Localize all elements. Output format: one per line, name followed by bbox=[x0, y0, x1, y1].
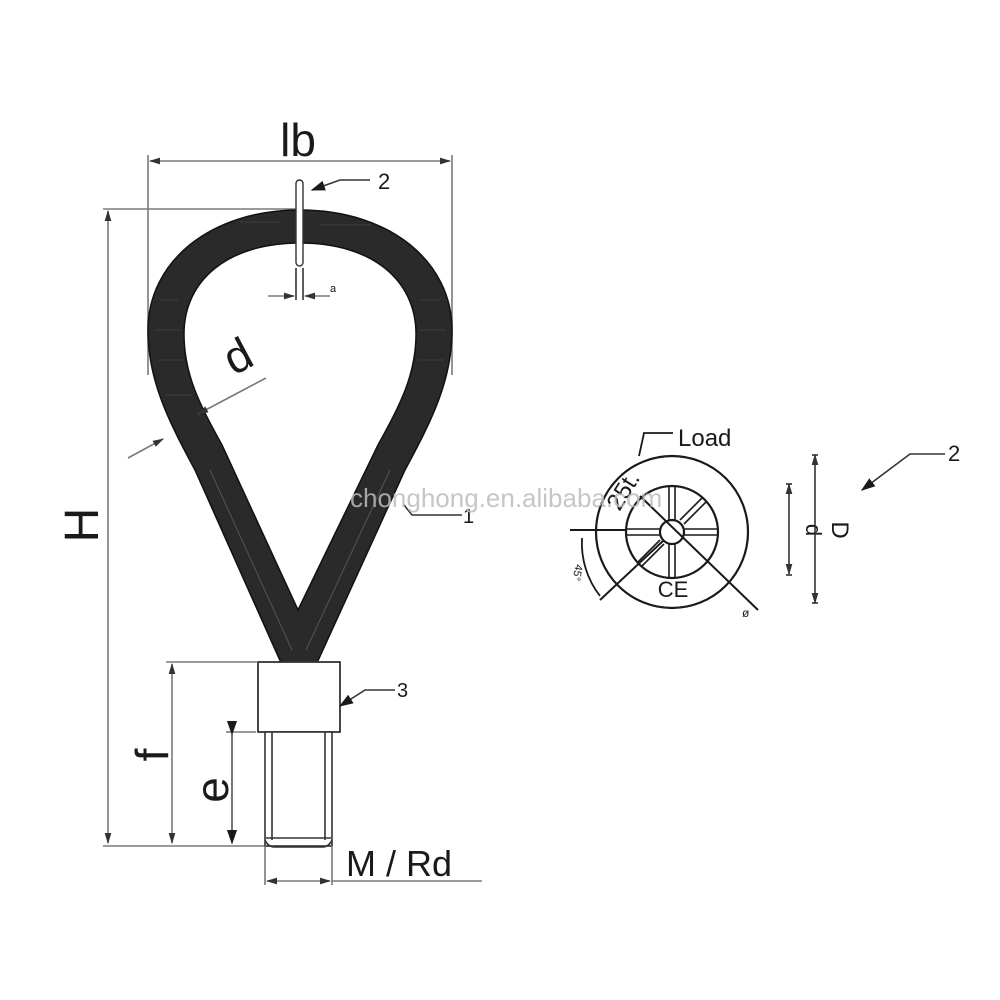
lb-dimension: lb bbox=[147, 114, 453, 375]
diameter-symbol: ø bbox=[742, 606, 750, 620]
callout-2-detail: 2 bbox=[948, 441, 960, 466]
load-label: Load bbox=[678, 425, 731, 452]
ferrule: 3 bbox=[257, 661, 408, 733]
h-label: H bbox=[56, 508, 109, 543]
h-dimension: H bbox=[56, 208, 300, 847]
ce-marking: CE bbox=[658, 577, 689, 602]
outer-d-label: D bbox=[826, 521, 853, 538]
rope-loop bbox=[147, 209, 453, 666]
callout-rope: 1 bbox=[403, 504, 474, 528]
watermark: chonghong.en.alibaba.com bbox=[350, 483, 662, 513]
a-label: a bbox=[330, 283, 337, 295]
angle-label: 45° bbox=[570, 563, 585, 581]
e-dimension: e bbox=[186, 721, 256, 845]
e-label: e bbox=[186, 777, 238, 803]
f-label: f bbox=[126, 748, 178, 761]
m-rd-dimension: M / Rd bbox=[264, 843, 482, 885]
lb-label: lb bbox=[280, 114, 316, 166]
d-label: d bbox=[214, 327, 261, 385]
f-dimension: f bbox=[126, 661, 258, 845]
callout-3: 3 bbox=[397, 680, 408, 702]
callout-2-top: 2 bbox=[378, 169, 390, 194]
threaded-stud bbox=[264, 731, 333, 848]
tag-detail: 45° Load 25t. CE ø bbox=[570, 425, 759, 620]
tag-diameter-dimensions: d D 2 bbox=[785, 441, 960, 605]
tag-top: a 2 bbox=[268, 169, 390, 300]
m-rd-label: M / Rd bbox=[346, 843, 452, 884]
callout-1: 1 bbox=[463, 506, 474, 528]
inner-d-label: d bbox=[801, 524, 826, 536]
